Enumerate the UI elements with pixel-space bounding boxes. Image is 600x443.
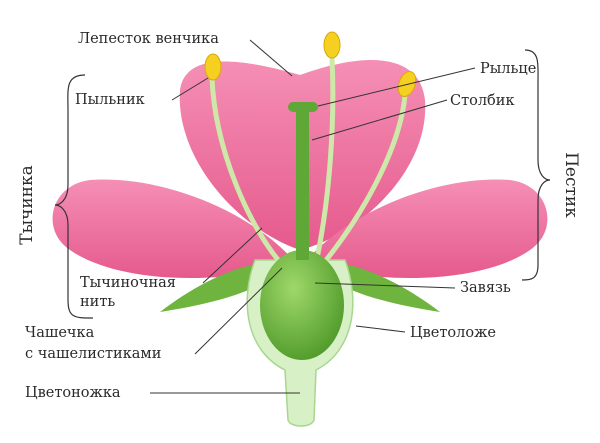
leader-line bbox=[311, 99, 448, 141]
label-pistil: Пестик bbox=[561, 152, 581, 218]
filament bbox=[209, 77, 287, 270]
anther bbox=[204, 53, 222, 81]
filament bbox=[312, 57, 336, 269]
label-stigma: Рыльце bbox=[480, 61, 536, 77]
leader-line bbox=[194, 267, 283, 355]
style bbox=[296, 110, 309, 260]
label-receptacle: Цветоложе bbox=[410, 325, 496, 341]
label-petal: Лепесток венчика bbox=[78, 31, 219, 47]
leader-line bbox=[249, 39, 293, 77]
petal-right bbox=[305, 179, 548, 278]
leader-line bbox=[202, 227, 263, 284]
label-ovary: Завязь bbox=[460, 280, 511, 296]
stigma bbox=[288, 102, 318, 112]
label-calyx: с чашелистиками bbox=[25, 346, 161, 362]
label-anther: Пыльник bbox=[75, 92, 145, 108]
filament bbox=[316, 94, 408, 272]
label-stamen: Тычинка bbox=[17, 165, 37, 245]
leader-line bbox=[314, 282, 456, 289]
sepal-right bbox=[325, 262, 440, 312]
pistil-bracket bbox=[521, 49, 551, 281]
label-filament: Тычиночная bbox=[80, 275, 176, 291]
leader-line bbox=[355, 325, 406, 333]
label-style: Столбик bbox=[450, 93, 515, 109]
leader-line bbox=[171, 77, 209, 101]
label-pedicel: Цветоножка bbox=[25, 385, 121, 401]
sepal-left bbox=[160, 262, 275, 312]
leader-line bbox=[317, 67, 476, 107]
stamen-bracket bbox=[54, 74, 94, 319]
anther bbox=[323, 31, 341, 59]
label-calyx: Чашечка bbox=[25, 325, 95, 341]
ovary bbox=[260, 250, 344, 360]
label-filament: нить bbox=[80, 294, 115, 310]
